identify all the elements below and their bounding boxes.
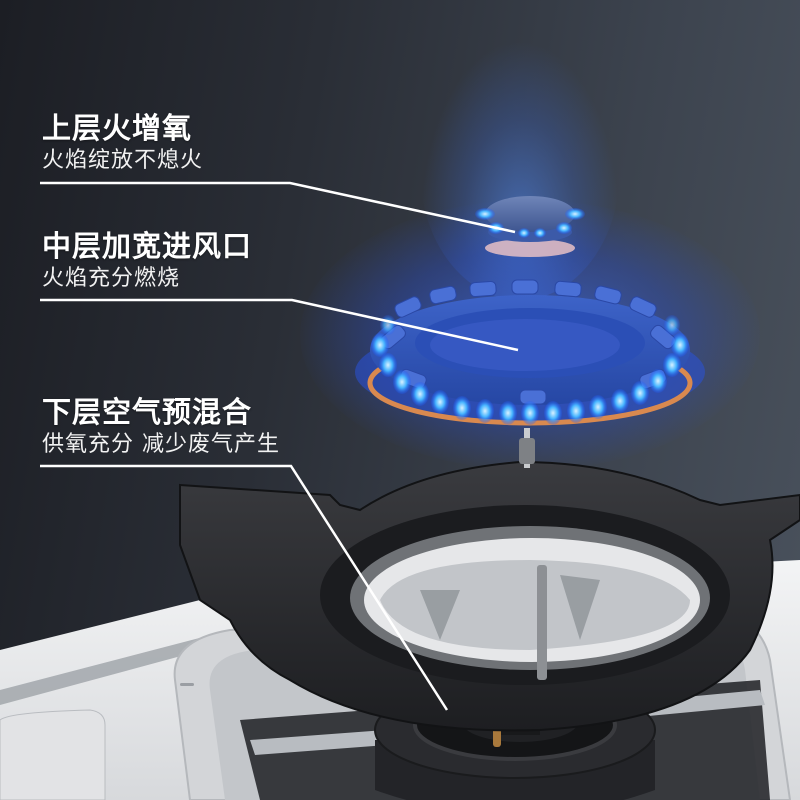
callout-upper: 上层火增氧 火焰绽放不熄火 xyxy=(42,110,203,176)
flame-sensor-probe xyxy=(537,565,547,680)
pan-support-grate xyxy=(179,428,800,732)
callout-lower-subtitle: 供氧充分 减少废气产生 xyxy=(42,432,280,457)
middle-burner-ring xyxy=(355,279,705,426)
callout-middle-subtitle: 火焰充分燃烧 xyxy=(42,266,181,291)
flame-ring-middle xyxy=(371,315,689,425)
leader-lines xyxy=(40,181,519,711)
callout-middle-title: 中层加宽进风口 xyxy=(42,229,253,263)
callout-lower: 下层空气预混合 供氧充分 减少废气产生 xyxy=(42,394,280,460)
leader-line-upper xyxy=(40,181,516,234)
upper-burner-cap xyxy=(475,196,585,257)
callout-upper-subtitle: 火焰绽放不熄火 xyxy=(42,148,204,173)
callout-lower-title: 下层空气预混合 xyxy=(42,395,253,429)
callout-middle: 中层加宽进风口 火焰充分燃烧 xyxy=(42,228,252,294)
leader-line-lower xyxy=(40,464,449,711)
leader-line-middle xyxy=(40,298,519,352)
panel-indicator-mark xyxy=(180,683,194,686)
callout-upper-title: 上层火增氧 xyxy=(42,111,193,145)
